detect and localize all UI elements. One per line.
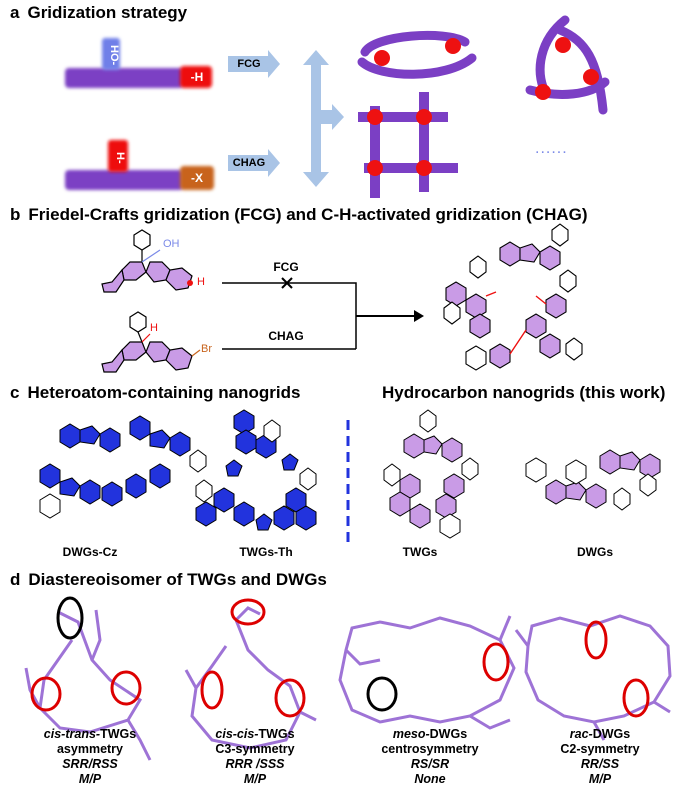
cis-trans-twgs-structure xyxy=(24,596,152,761)
h-label: H- xyxy=(114,152,126,164)
section-a-header: a Gridization strategy xyxy=(10,3,187,23)
ellipsis: ...... xyxy=(535,140,568,157)
isomer-helix: M/P xyxy=(243,772,267,786)
section-b-header: b Friedel-Crafts gridization (FCG) and C-… xyxy=(10,205,588,225)
section-letter: d xyxy=(10,570,21,589)
building-block-bar xyxy=(65,170,183,190)
section-c-header: c Heteroatom-containing nanogrids xyxy=(10,383,300,403)
panel-c-graphic xyxy=(39,409,661,548)
h-atom-label: H xyxy=(197,276,205,288)
isomer-caption: cis-cis-TWGs C3-symmetry RRR /SSS M/P xyxy=(180,727,330,787)
h-group xyxy=(108,140,128,172)
chag-arrow xyxy=(228,149,280,177)
meso-dwgs-structure xyxy=(338,615,516,730)
section-letter: c xyxy=(10,383,20,402)
fluorenol-molecule xyxy=(101,229,193,293)
bromofluorene-molecule xyxy=(101,311,201,373)
dwgs-molecule xyxy=(525,449,661,511)
isomer-helix: M/P xyxy=(78,772,102,786)
isomer-caption: cis-trans-TWGs asymmetry SRR/RSS M/P xyxy=(15,727,165,787)
isomer-symmetry: C3-symmetry xyxy=(215,742,295,756)
branch-arrow xyxy=(303,50,344,187)
isomer-prefix: meso- xyxy=(392,727,430,741)
isomer-helix: M/P xyxy=(588,772,612,786)
x-label: -X xyxy=(191,171,203,185)
x-group xyxy=(180,166,214,190)
isomer-config: SRR/RSS xyxy=(62,757,118,771)
fcg-line xyxy=(222,282,357,349)
h-label: -H xyxy=(190,70,204,84)
fcg-arrow xyxy=(228,50,280,78)
br-atom-label: Br xyxy=(201,343,212,355)
isomer-prefix: cis-cis- xyxy=(215,727,259,741)
dwgs-cz-molecule xyxy=(39,415,207,519)
section-title: Diastereoisomer of TWGs and DWGs xyxy=(28,570,327,589)
molecule-label: DWGs xyxy=(577,545,613,559)
molecule-label: TWGs-Th xyxy=(239,545,293,559)
section-title: Hydrocarbon nanogrids (this work) xyxy=(382,383,666,402)
isomer-name: DWGs xyxy=(592,727,631,741)
isomer-caption: meso-DWGs centrosymmetry RS/SR None xyxy=(355,727,505,787)
molecule-label: TWGs xyxy=(402,545,438,559)
isomer-name: TWGs xyxy=(258,727,295,741)
cis-cis-twgs-structure xyxy=(184,598,317,750)
building-block-bar xyxy=(65,68,183,88)
panel-b-graphic xyxy=(101,223,583,373)
isomer-name: DWGs xyxy=(429,727,468,741)
isomer-helix: None xyxy=(414,772,446,786)
section-letter: a xyxy=(10,3,20,22)
isomer-prefix: cis-trans- xyxy=(43,727,101,741)
panel-a-graphic xyxy=(65,15,610,198)
square-grid-shape xyxy=(358,92,458,198)
dimer-shape xyxy=(357,30,477,79)
rac-dwgs-structure xyxy=(514,614,672,741)
isomer-config: RS/SR xyxy=(410,757,450,771)
isomer-config: RRR /SSS xyxy=(225,757,285,771)
h-atom-label: H xyxy=(150,322,158,334)
twgs-molecule xyxy=(383,409,479,539)
section-title: Friedel-Crafts gridization (FCG) and C-H… xyxy=(28,205,588,224)
blocked-mark-icon xyxy=(281,277,293,289)
isomer-caption: rac-DWGs C2-symmetry RR/SS M/P xyxy=(525,727,675,787)
section-c-right-header: Hydrocarbon nanogrids (this work) xyxy=(382,383,665,403)
twgs-th-molecule xyxy=(195,409,317,531)
ho-group xyxy=(102,38,120,70)
isomer-config: RR/SS xyxy=(580,757,620,771)
section-letter: b xyxy=(10,205,21,224)
trimer-shape xyxy=(525,15,610,115)
chag-label: CHAG xyxy=(232,157,266,169)
isomer-symmetry: C2-symmetry xyxy=(560,742,640,756)
h-group xyxy=(180,66,212,88)
isomer-symmetry: centrosymmetry xyxy=(381,742,479,756)
ho-label: HO- xyxy=(108,44,120,66)
section-title: Gridization strategy xyxy=(27,3,188,22)
section-title: Heteroatom-containing nanogrids xyxy=(27,383,301,402)
section-d-header: d Diastereoisomer of TWGs and DWGs xyxy=(10,570,327,590)
isomer-name: TWGs xyxy=(100,727,137,741)
isomer-prefix: rac- xyxy=(569,727,593,741)
trimer-product-molecule xyxy=(443,223,583,371)
molecule-label: DWGs-Cz xyxy=(62,545,118,559)
oh-label: OH xyxy=(163,238,180,250)
isomer-symmetry: asymmetry xyxy=(56,742,123,756)
fcg-label: FCG xyxy=(237,58,261,70)
fcg-label: FCG xyxy=(273,260,299,274)
chag-label: CHAG xyxy=(268,329,304,343)
